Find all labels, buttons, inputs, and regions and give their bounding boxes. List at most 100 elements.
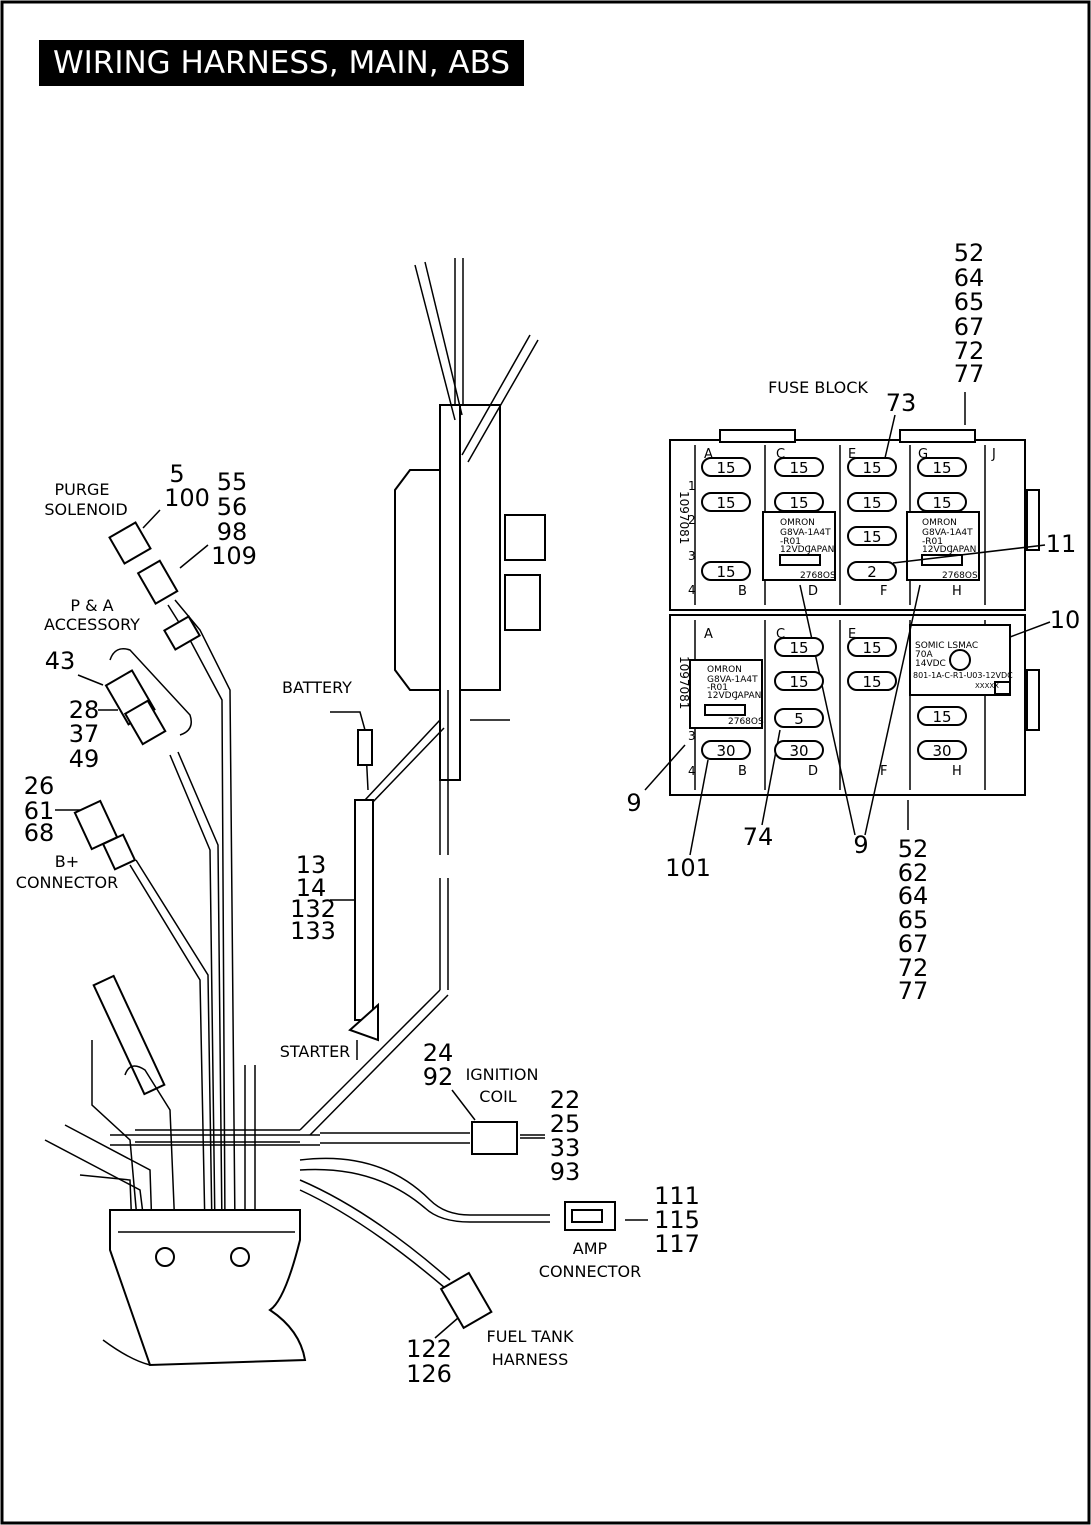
callout-number: 109 [211,542,257,570]
svg-text:-R01: -R01 [922,537,943,547]
svg-text:15: 15 [716,494,735,512]
purge-solenoid-connector [108,521,152,565]
fuse: 15 [847,671,897,691]
fuse: 5 [774,708,824,728]
ignition-coil-connector [471,1121,518,1155]
label-battery: BATTERY [282,678,352,697]
svg-text:JAPAN: JAPAN [807,545,834,555]
svg-text:-R01: -R01 [707,683,728,693]
bottom-bracket [109,1209,307,1367]
svg-text:H: H [952,764,962,779]
fuse: 15 [917,706,967,726]
svg-text:15: 15 [789,459,808,477]
svg-text:2: 2 [688,513,696,527]
callout-number: 126 [406,1360,452,1388]
fuse: 15 [847,492,897,512]
fuses-upper: 15 15 15 15 15 15 15 15 15 15 2 [701,457,967,581]
callout-number: 98 [217,518,248,546]
label-purge-solenoid: SOLENOID [44,500,127,519]
callout-number: 64 [898,882,929,910]
svg-text:15: 15 [862,528,881,546]
svg-text:D: D [808,584,818,599]
relay-text: OMRON G8VA-1A4T -R01 12VDC JAPAN 2768OS … [707,518,1013,727]
svg-text:C: C [776,447,785,462]
label-b-plus-connector: B+ [55,852,79,871]
svg-text:5: 5 [794,710,804,728]
svg-text:12VDC: 12VDC [707,691,738,701]
svg-text:15: 15 [789,494,808,512]
callout-number: 43 [45,647,76,675]
svg-text:SOMIC LSMAC: SOMIC LSMAC [915,641,978,651]
fuse-block-markings: A C E G J B D F H A C E B D F H 1 2 3 4 … [677,447,996,779]
fuse: 15 [701,561,751,581]
fuse: 15 [774,671,824,691]
label-ignition-coil: IGNITION [466,1065,539,1084]
callout-number: 49 [69,745,100,773]
callout-number: 101 [665,854,711,882]
svg-text:OMRON: OMRON [707,665,742,675]
callout-number: 72 [954,337,985,365]
callout-number: 93 [550,1158,581,1186]
svg-text:JAPAN: JAPAN [949,545,976,555]
label-fuel-tank-harness: FUEL TANK [487,1327,574,1346]
svg-text:15: 15 [862,494,881,512]
callout-number: 55 [217,468,248,496]
svg-text:G8VA-1A4T: G8VA-1A4T [922,528,973,538]
svg-text:15: 15 [932,459,951,477]
svg-text:15: 15 [862,673,881,691]
callout-number: 56 [217,493,248,521]
callout-number: 74 [743,823,774,851]
label-p-a-accessory: ACCESSORY [44,615,140,634]
callout-number: 52 [954,239,985,267]
callout-number: 52 [898,835,929,863]
callout-number: 37 [69,720,100,748]
part-number-upper: 1097081 [677,491,691,544]
svg-text:OMRON: OMRON [922,518,957,528]
callout-number: 61 [24,797,55,825]
svg-text:70A: 70A [915,650,933,660]
callout-number: 26 [24,772,55,800]
svg-text:H: H [952,584,962,599]
label-ignition-coil: COIL [479,1087,516,1106]
svg-text:3: 3 [688,729,696,743]
fuse: 30 [774,740,824,760]
fuse: 2 [847,561,897,581]
svg-text:12VDC: 12VDC [922,545,953,555]
svg-text:E: E [848,447,856,462]
svg-text:2768OS: 2768OS [728,717,764,727]
fuse: 15 [847,526,897,546]
fuse: 15 [774,457,824,477]
callout-number: 111 [654,1182,700,1210]
fuse: 15 [701,457,751,477]
fuse: 15 [774,637,824,657]
callout-number: 22 [550,1086,581,1114]
callout-number: 9 [626,789,641,817]
callout-number: 14 [296,874,327,902]
callout-number: 24 [423,1039,454,1067]
label-amp-connector: CONNECTOR [539,1262,641,1281]
label-starter: STARTER [280,1042,351,1061]
svg-text:F: F [880,764,887,779]
starter-cable-loom [354,799,374,1021]
svg-text:XXXXX: XXXXX [975,682,999,690]
svg-text:2768OS: 2768OS [800,571,836,581]
svg-text:2: 2 [867,563,877,581]
svg-text:E: E [848,627,856,642]
svg-text:2768OS: 2768OS [942,571,978,581]
svg-text:30: 30 [789,742,808,760]
svg-text:15: 15 [716,459,735,477]
label-fuel-tank-harness: HARNESS [492,1350,568,1369]
callout-number: 72 [898,954,929,982]
callout-number: 73 [886,389,917,417]
svg-text:3: 3 [688,549,696,563]
callout-number: 13 [296,851,327,879]
harness-drawing [44,258,648,1367]
svg-text:G8VA-1A4T: G8VA-1A4T [780,528,831,538]
fuse: 15 [774,492,824,512]
callout-number: 68 [24,819,55,847]
svg-text:D: D [808,764,818,779]
callout-number: 65 [954,288,985,316]
ecu-connector-1 [504,514,546,561]
